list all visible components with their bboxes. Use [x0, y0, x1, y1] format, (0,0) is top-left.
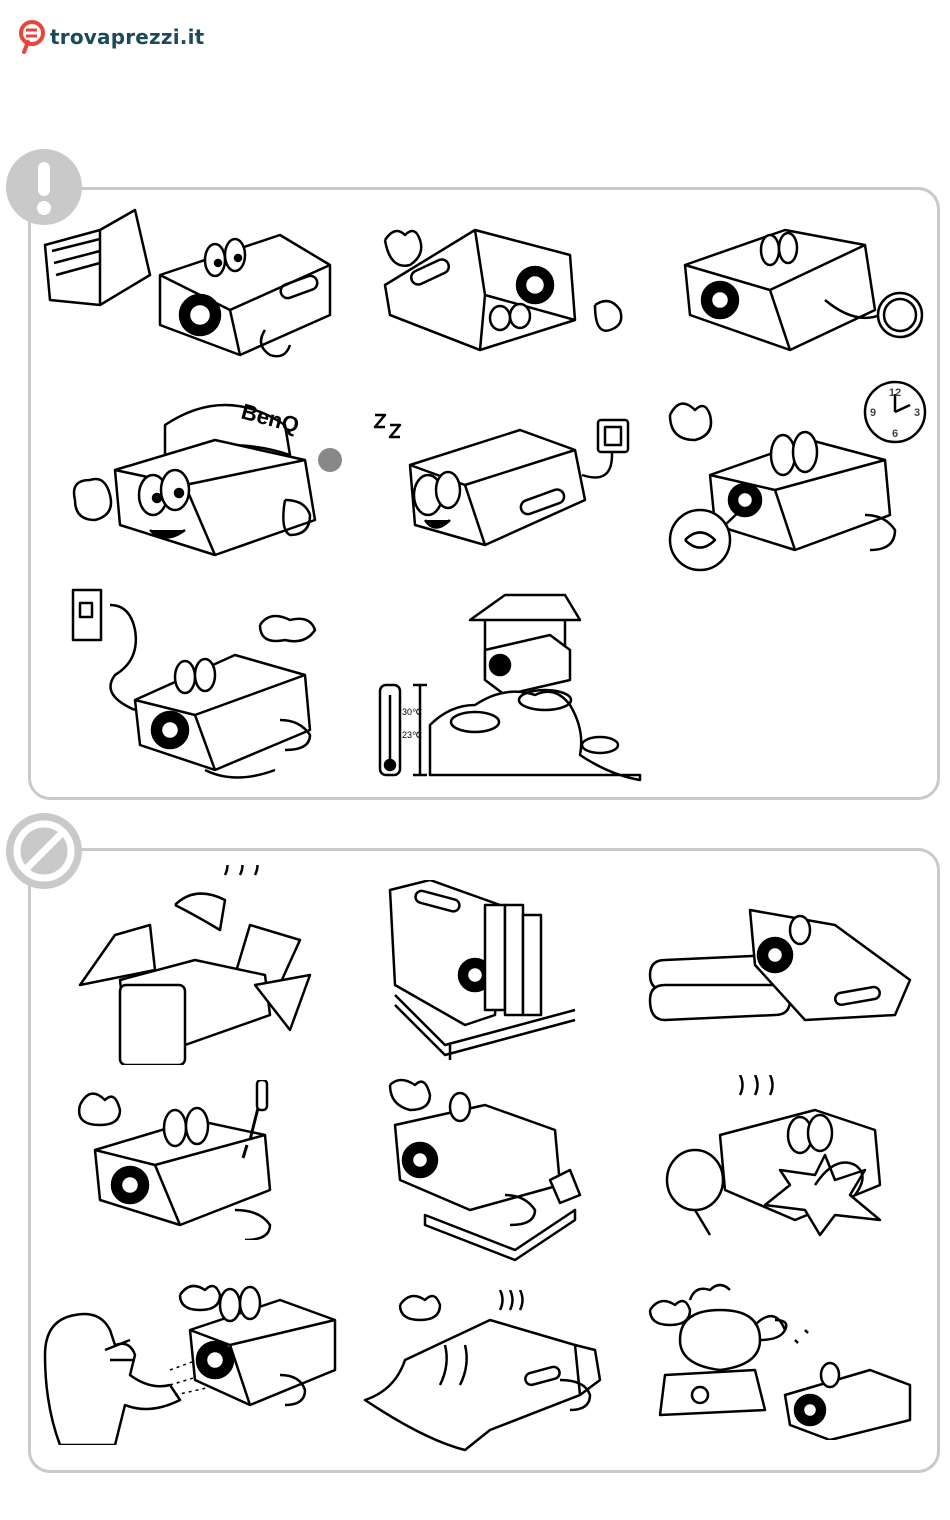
clock-number-12: 12	[889, 387, 901, 399]
carry-level-icon	[385, 230, 621, 350]
clock-number-9: 9	[870, 407, 876, 419]
no-covering-icon	[365, 1290, 600, 1450]
temperature-high-label: 30℃	[402, 707, 422, 717]
clock-number-3: 3	[914, 407, 920, 419]
no-vertical-placement-icon	[650, 910, 910, 1020]
no-unstable-surface-icon	[390, 880, 575, 1060]
no-liquids-icon	[390, 1080, 580, 1260]
temperature-altitude-icon	[380, 595, 640, 780]
read-manual-icon	[40, 205, 340, 365]
power-adapter-icon	[375, 415, 628, 545]
lamp-timer-icon	[670, 382, 925, 570]
temperature-low-label: 23℃	[402, 730, 422, 740]
site-logo[interactable]: trovaprezzi.it	[18, 20, 204, 54]
no-heat-source-icon	[650, 1285, 910, 1440]
clock-number-6: 6	[892, 428, 898, 440]
no-looking-into-lens-icon	[45, 1286, 335, 1445]
lens-cap-icon	[685, 230, 922, 350]
price-tag-icon	[18, 20, 46, 54]
logo-text: trovaprezzi.it	[50, 25, 204, 49]
no-blocked-vents-icon	[80, 865, 310, 1065]
prohibited-icon	[5, 812, 83, 890]
unplug-icon	[73, 590, 315, 778]
no-impact-icon	[667, 1075, 880, 1235]
no-disassembly-icon	[79, 1080, 270, 1240]
